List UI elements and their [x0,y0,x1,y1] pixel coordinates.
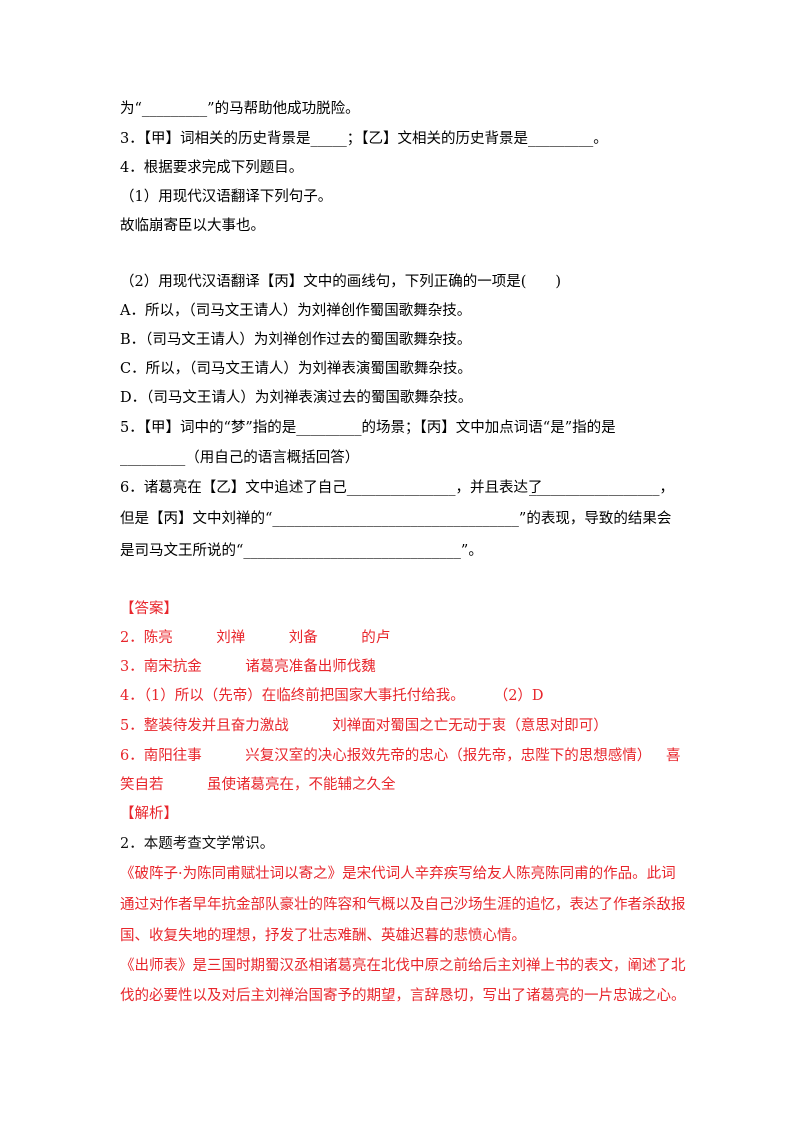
answer-2: 2．陈亮 刘禅 刘备 的卢 [120,630,391,646]
q5-line1: 5．【甲】词中的“梦”指的是_________的场景；【丙】文中加点词语“是”指… [120,420,616,436]
answer-6-line1-end: 喜 [666,748,681,764]
answer-6-line1: 6．南阳往事 兴复汉室的决心报效先帝的忠心（报先帝，忠陛下的思想感情） [120,748,652,764]
analysis-p1-line1: 《破阵子·为陈同甫赋壮词以寄之》是宋代词人辛弃疾写给友人陈亮陈同甫的作品。此词 [120,866,676,882]
analysis-p2-line2: 伐的必要性以及对后主刘禅治国寄予的期望，言辞恳切，写出了诸葛亮的一片忠诚之心。 [120,988,686,1004]
q4-1-text: （1）用现代汉语翻译下列句子。 [120,189,333,205]
answer-3: 3．南宋抗金 诸葛亮准备出师伐魏 [120,659,376,675]
answer-5: 5．整装待发并且奋力激战 刘禅面对蜀国之亡无动于衷（意思对即可） [120,718,608,734]
q6-line1: 6．诸葛亮在【乙】文中追述了自己_______________，并且表达了 [120,480,543,496]
analysis-p2-line1: 《出师表》是三国时期蜀汉丞相诸葛亮在北伐中原之前给后主刘禅上书的表文，阐述了北 [120,958,686,974]
analysis-header: 【解析】 [120,806,178,822]
option-c: C．所以，（司马文王请人）为刘禅表演蜀国歌舞杂技。 [120,361,472,377]
answer-header: 【答案】 [120,601,178,617]
option-d: D．（司马文王请人）为刘禅表演过去的蜀国歌舞杂技。 [120,390,473,406]
q4-1-sentence: 故临崩寄臣以大事也。 [120,218,265,234]
q3-text: 3．【甲】词相关的历史背景是_____；【乙】文相关的历史背景是________… [120,131,608,147]
q6-line2: 但是【丙】文中刘禅的“_____________________________… [120,511,672,527]
q2-tail-text: 为“_________”的马帮助他成功脱险。 [120,101,360,117]
analysis-p1-line2: 通过对作者早年抗金部队豪壮的阵容和气概以及自己沙场生涯的追忆，表达了作者杀敌报 [120,897,686,913]
q6-line1-end: __________________， [529,480,674,496]
analysis-2-title: 2．本题考查文学常识。 [120,836,275,852]
analysis-p1-line3: 国、收复失地的理想，抒发了壮志难酬、英雄迟暮的悲愤心情。 [120,928,526,944]
q4-text: 4．根据要求完成下列题目。 [120,160,304,176]
option-b: B．（司马文王请人）为刘禅创作过去的蜀国歌舞杂技。 [120,332,472,348]
q4-2-text: （2）用现代汉语翻译【丙】文中的画线句，下列正确的一项是( ) [120,274,562,290]
q6-line3: 是司马文王所说的“______________________________”… [120,543,483,559]
answer-6-line2: 笑自若 虽使诸葛亮在，不能辅之久全 [120,777,396,793]
q5-line2: _________（用自己的语言概括回答） [120,450,360,466]
answer-4: 4．（1）所以（先帝）在临终前把国家大事托付给我。 （2）D [120,688,544,704]
option-a: A．所以，（司马文王请人）为刘禅创作蜀国歌舞杂技。 [120,303,472,319]
